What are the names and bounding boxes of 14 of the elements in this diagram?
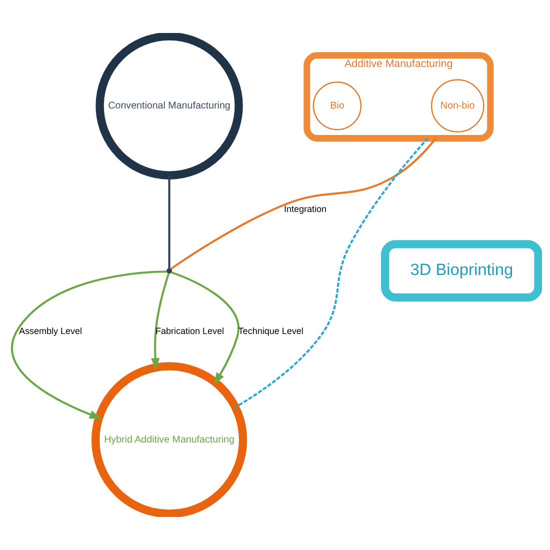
node-circle: Hybrid Additive Manufacturing (91, 362, 248, 517)
arrow (150, 273, 170, 370)
node-circle: Bio (312, 81, 362, 130)
edge-label: Assembly Level (18, 326, 82, 336)
node-circle (166, 268, 172, 274)
node-circle: Conventional Manufacturing (96, 33, 243, 180)
connector (170, 138, 437, 270)
connector (234, 138, 428, 408)
node-circle: Non-bio (430, 79, 484, 132)
edge-label: Integration (284, 204, 327, 214)
node-box: 3D Bioprinting (381, 240, 542, 302)
arrow (170, 271, 240, 385)
arrow (11, 270, 167, 419)
connector (168, 175, 170, 268)
